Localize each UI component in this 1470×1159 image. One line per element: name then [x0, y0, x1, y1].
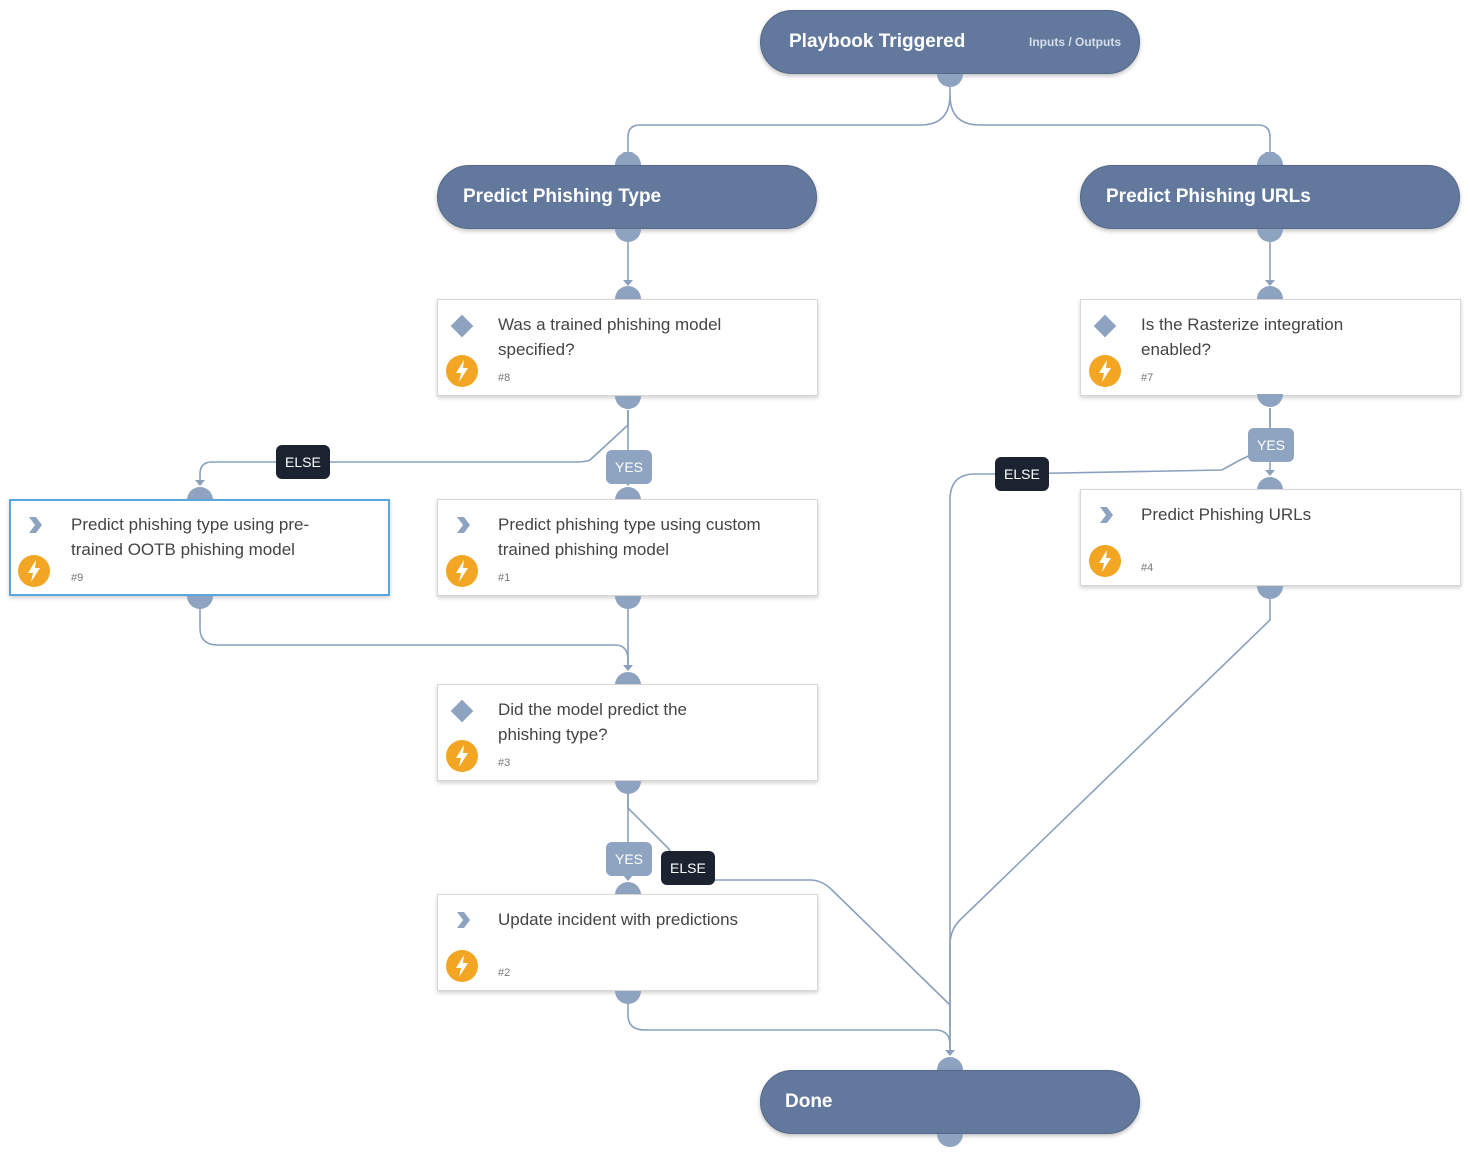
- task-1-output-port[interactable]: [615, 596, 641, 609]
- start-node[interactable]: Playbook Triggered Inputs / Outputs: [760, 10, 1140, 74]
- task-1-input-port[interactable]: [615, 487, 641, 500]
- task-text: Predict phishing type using custom train…: [498, 515, 761, 559]
- done-output-port[interactable]: [937, 1134, 963, 1147]
- yes-branch-label: YES: [606, 842, 653, 876]
- lightning-icon: [446, 555, 478, 587]
- section-right-input-port[interactable]: [1257, 152, 1283, 165]
- else-branch-label: ELSE: [276, 445, 330, 479]
- section-title: Predict Phishing Type: [463, 186, 662, 207]
- task-3-input-port[interactable]: [615, 672, 641, 685]
- task-number: #9: [71, 572, 84, 584]
- task-2-output-port[interactable]: [615, 991, 641, 1004]
- task-4-input-port[interactable]: [1257, 477, 1283, 490]
- condition-diamond-icon: [450, 699, 474, 723]
- task-8-condition[interactable]: Was a trained phishing model specified? …: [437, 299, 818, 396]
- task-number: #3: [498, 757, 511, 769]
- lightning-icon: [446, 950, 478, 982]
- task-8-input-port[interactable]: [615, 286, 641, 299]
- task-text: Was a trained phishing model specified?: [498, 315, 722, 359]
- task-7-output-port[interactable]: [1257, 394, 1283, 407]
- else-branch-label: ELSE: [661, 851, 715, 885]
- chevron-right-icon: [457, 912, 470, 928]
- task-text: Is the Rasterize integration enabled?: [1141, 315, 1344, 359]
- task-8-output-port[interactable]: [615, 396, 641, 409]
- condition-diamond-icon: [450, 314, 474, 338]
- chevron-right-icon: [29, 517, 42, 533]
- done-input-port[interactable]: [937, 1057, 963, 1070]
- inputs-outputs-link[interactable]: Inputs / Outputs: [1029, 35, 1121, 49]
- task-3-condition[interactable]: Did the model predict the phishing type?…: [437, 684, 818, 781]
- task-number: #4: [1141, 562, 1154, 574]
- done-node[interactable]: Done: [760, 1070, 1140, 1134]
- yes-branch-label: YES: [606, 450, 653, 484]
- section-left-input-port[interactable]: [615, 152, 641, 165]
- task-7-condition[interactable]: Is the Rasterize integration enabled? #7: [1080, 299, 1461, 396]
- task-9-output-port[interactable]: [187, 596, 213, 609]
- task-text: Did the model predict the phishing type?: [498, 700, 687, 744]
- chevron-right-icon: [457, 517, 470, 533]
- lightning-icon: [18, 555, 50, 587]
- done-title: Done: [785, 1091, 833, 1112]
- lightning-icon: [446, 740, 478, 772]
- lightning-icon: [446, 355, 478, 387]
- task-9-automation[interactable]: Predict phishing type using pre-trained …: [9, 499, 390, 596]
- task-1-automation[interactable]: Predict phishing type using custom train…: [437, 499, 818, 596]
- section-predict-phishing-urls[interactable]: Predict Phishing URLs: [1080, 165, 1460, 229]
- task-text: Predict phishing type using pre-trained …: [71, 515, 310, 559]
- task-number: #8: [498, 372, 511, 384]
- section-title: Predict Phishing URLs: [1106, 186, 1311, 207]
- task-4-automation[interactable]: Predict Phishing URLs #4: [1080, 489, 1461, 586]
- task-number: #1: [498, 572, 511, 584]
- section-predict-phishing-type[interactable]: Predict Phishing Type: [437, 165, 817, 229]
- start-title: Playbook Triggered: [789, 31, 966, 52]
- task-number: #2: [498, 967, 511, 979]
- task-2-automation[interactable]: Update incident with predictions #2: [437, 894, 818, 991]
- condition-diamond-icon: [1093, 314, 1117, 338]
- task-4-output-port[interactable]: [1257, 586, 1283, 599]
- task-2-input-port[interactable]: [615, 882, 641, 895]
- yes-branch-label: YES: [1248, 428, 1295, 462]
- lightning-icon: [1089, 545, 1121, 577]
- chevron-right-icon: [1100, 507, 1113, 523]
- else-branch-label: ELSE: [995, 457, 1049, 491]
- start-output-port[interactable]: [937, 74, 963, 87]
- task-9-input-port[interactable]: [187, 487, 213, 500]
- task-number: #7: [1141, 372, 1154, 384]
- lightning-icon: [1089, 355, 1121, 387]
- task-7-input-port[interactable]: [1257, 286, 1283, 299]
- section-left-output-port[interactable]: [615, 229, 641, 242]
- task-3-output-port[interactable]: [615, 781, 641, 794]
- section-right-output-port[interactable]: [1257, 229, 1283, 242]
- task-text: Predict Phishing URLs: [1141, 505, 1312, 524]
- task-text: Update incident with predictions: [498, 910, 739, 929]
